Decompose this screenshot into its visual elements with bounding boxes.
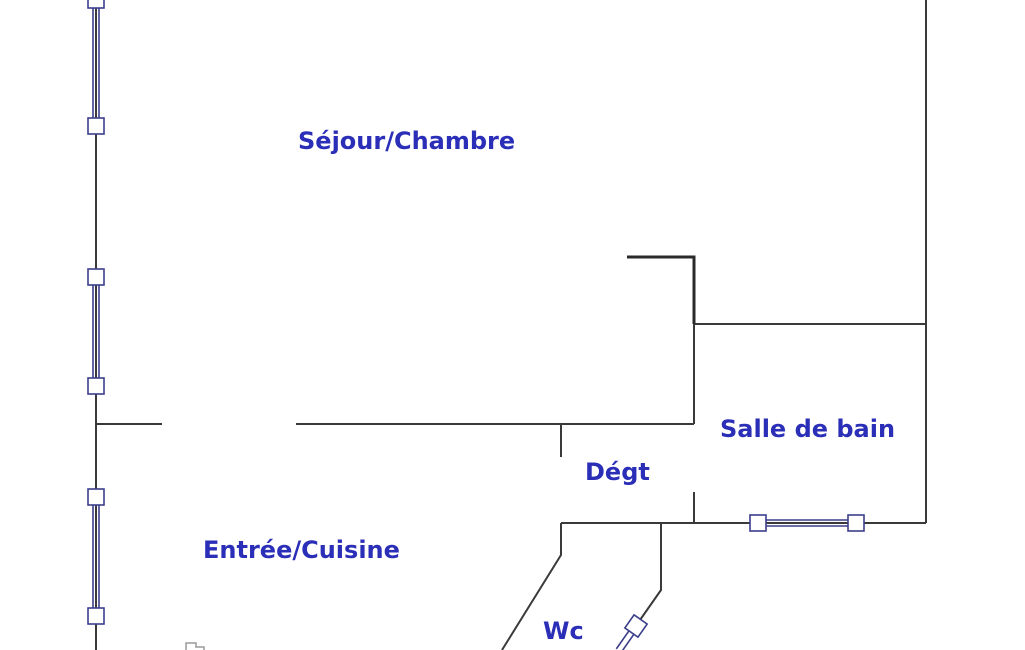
window-wc-handle: [623, 613, 649, 639]
window-bath-handle-2: [847, 514, 865, 532]
room-label-wc: Wc: [543, 617, 584, 645]
window-handle-top-2: [87, 117, 105, 135]
room-label-entree: Entrée/Cuisine: [203, 536, 400, 564]
wall-wc-left: [501, 523, 562, 650]
wall-partition-corner: [627, 255, 696, 324]
window-handle-top-1: [87, 0, 105, 9]
room-label-sejour: Séjour/Chambre: [298, 127, 515, 155]
wall-wc-right: [639, 523, 662, 621]
window-left-bottom: [87, 488, 105, 625]
window-bathroom: [749, 514, 865, 532]
door-mark: [185, 642, 205, 650]
window-left-top: [87, 0, 105, 135]
room-label-degt: Dégt: [585, 458, 650, 486]
window-handle-mid-2: [87, 377, 105, 395]
walls: [95, 0, 927, 650]
room-label-salle-de-bain: Salle de bain: [720, 415, 895, 443]
room-labels: Séjour/Chambre Salle de bain Dégt Entrée…: [203, 127, 895, 645]
window-handle-bot-2: [87, 607, 105, 625]
window-left-middle: [87, 268, 105, 395]
window-handle-mid-1: [87, 268, 105, 286]
window-bath-handle-1: [749, 514, 767, 532]
window-wc: [615, 613, 649, 650]
window-handle-bot-1: [87, 488, 105, 506]
